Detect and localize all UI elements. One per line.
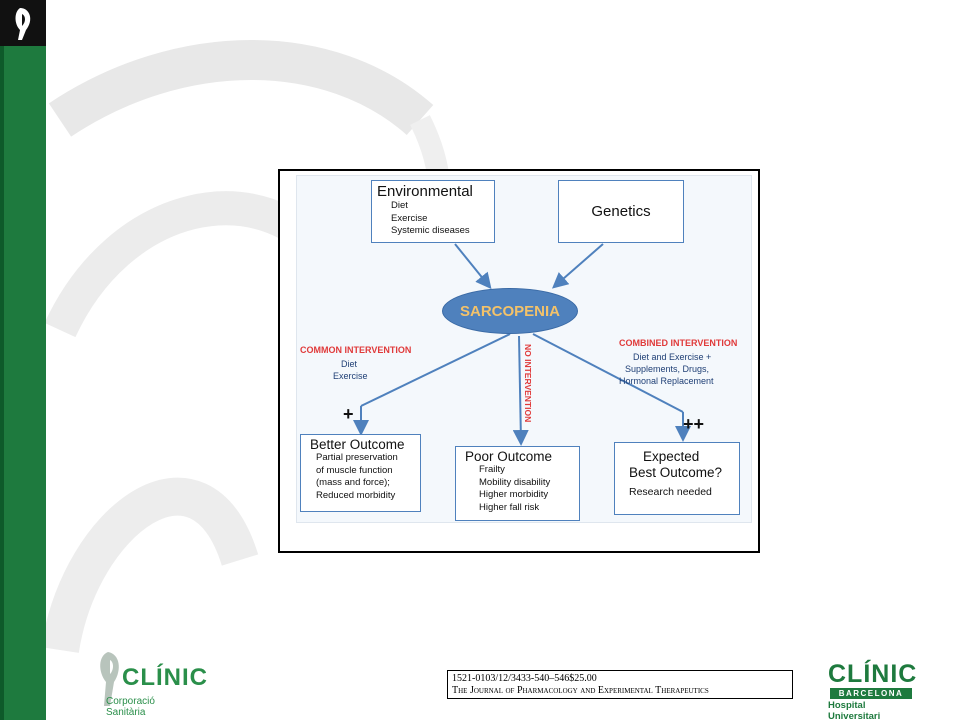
- poor-outcome-item-3: Higher morbidity: [479, 489, 549, 500]
- arrow-sarcopenia-to-better: [360, 333, 511, 407]
- common-intervention-diet: Diet: [341, 359, 358, 369]
- sarcopenia-diagram: Environmental Diet Exercise Systemic dis…: [296, 175, 752, 523]
- clinic-right-sub: Hospital Universitari: [828, 700, 881, 722]
- sarcopenia-node: SARCOPENIA: [442, 288, 578, 334]
- expected-outcome-title-line2: Best Outcome?: [629, 465, 723, 480]
- arrow-genetics-to-sarcopenia: [551, 243, 604, 289]
- clinic-barcelona-logo: CLÍNIC BARCELONA Hospital Universitari: [826, 660, 918, 722]
- sidebar-stripe: [0, 46, 4, 720]
- better-outcome-item-4: Reduced morbidity: [316, 489, 396, 501]
- better-outcome-box: Better Outcome Partial preservation of m…: [300, 434, 421, 512]
- better-outcome-item-3: (mass and force);: [316, 477, 390, 488]
- sarcopenia-label: SARCOPENIA: [459, 302, 560, 320]
- better-outcome-item-1: Partial preservation: [316, 452, 398, 463]
- clinic-left-name: CLÍNIC: [122, 664, 208, 691]
- combined-intervention-line2: Supplements, Drugs,: [625, 364, 710, 374]
- citation-box: 1521-0103/12/3433-540–546$25.00 The Jour…: [447, 670, 793, 699]
- environmental-item-diet: Diet: [391, 200, 408, 211]
- plus-symbol: +: [343, 404, 354, 424]
- citation-line1: 1521-0103/12/3433-540–546$25.00: [452, 673, 597, 684]
- poor-outcome-item-2: Mobility disability: [479, 476, 551, 488]
- poor-outcome-box: Poor Outcome Frailty Mobility disability…: [455, 446, 580, 521]
- poor-outcome-item-1: Frailty: [479, 464, 505, 475]
- expected-outcome-note: Research needed: [629, 486, 712, 498]
- corner-logo-box: [0, 0, 46, 46]
- environmental-item-exercise: Exercise: [391, 212, 428, 224]
- common-intervention-exercise: Exercise: [333, 371, 368, 381]
- clinic-right-name: CLÍNIC: [828, 660, 918, 688]
- arrow-sarcopenia-to-poor: [512, 335, 529, 446]
- genetics-title: Genetics: [591, 203, 651, 220]
- left-sidebar: [0, 0, 46, 720]
- expected-outcome-box: Expected Best Outcome? Research needed: [614, 442, 740, 515]
- diagram-arrows: [353, 243, 691, 446]
- combined-intervention-label: COMBINED INTERVENTION: [619, 338, 738, 348]
- poor-outcome-item-4: Higher fall risk: [479, 501, 540, 513]
- environmental-box: Environmental Diet Exercise Systemic dis…: [371, 180, 495, 243]
- arrow-sarcopenia-to-expected: [532, 333, 684, 413]
- expected-outcome-title-line1: Expected: [643, 449, 700, 464]
- environmental-title: Environmental: [377, 183, 473, 200]
- better-outcome-item-2: of muscle function: [316, 464, 393, 476]
- arrow-environmental-to-sarcopenia: [454, 243, 492, 290]
- poor-outcome-title: Poor Outcome: [465, 449, 553, 464]
- clinic-left-sub: Corporació Sanitària: [106, 696, 155, 718]
- no-intervention-label: NO INTERVENTION: [523, 344, 533, 423]
- citation-journal: The Journal of Pharmacology and Experime…: [452, 685, 709, 696]
- clinic-corporacio-logo: CLÍNIC Corporació Sanitària: [96, 648, 207, 718]
- clinic-emblem-icon: [100, 652, 119, 706]
- plus-plus-symbol: ++: [683, 414, 705, 434]
- combined-intervention-line1: Diet and Exercise +: [633, 352, 712, 362]
- environmental-item-systemic: Systemic diseases: [391, 225, 470, 236]
- combined-intervention-line3: Hormonal Replacement: [619, 376, 714, 386]
- clinic-right-band: BARCELONA: [830, 688, 912, 699]
- genetics-box: Genetics: [558, 180, 684, 243]
- better-outcome-title: Better Outcome: [310, 437, 405, 452]
- common-intervention-label: COMMON INTERVENTION: [300, 345, 412, 355]
- clinic-emblem-icon: [15, 8, 31, 40]
